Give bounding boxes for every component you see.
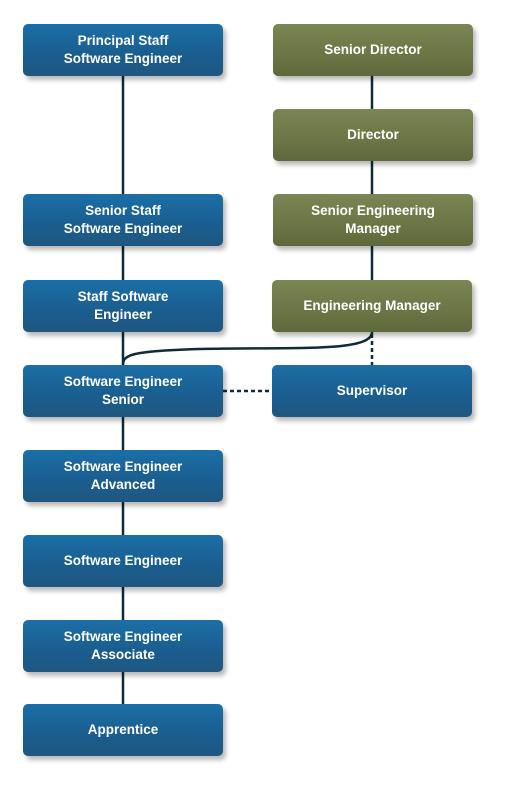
node-supervisor: Supervisor [272,365,472,417]
node-software-engineer-senior: Software Engineer Senior [23,365,223,417]
node-staff-software-engineer: Staff Software Engineer [23,280,223,332]
node-director: Director [273,109,473,161]
node-senior-staff-software-engineer: Senior Staff Software Engineer [23,194,223,246]
node-senior-director: Senior Director [273,24,473,76]
node-senior-engineering-manager: Senior Engineering Manager [273,194,473,246]
connector-eng-manager-to-senior [121,331,374,366]
node-software-engineer: Software Engineer [23,535,223,587]
node-apprentice: Apprentice [23,704,223,756]
node-software-engineer-associate: Software Engineer Associate [23,620,223,672]
node-software-engineer-advanced: Software Engineer Advanced [23,450,223,502]
node-principal-staff-software-engineer: Principal Staff Software Engineer [23,24,223,76]
node-engineering-manager: Engineering Manager [272,280,472,332]
